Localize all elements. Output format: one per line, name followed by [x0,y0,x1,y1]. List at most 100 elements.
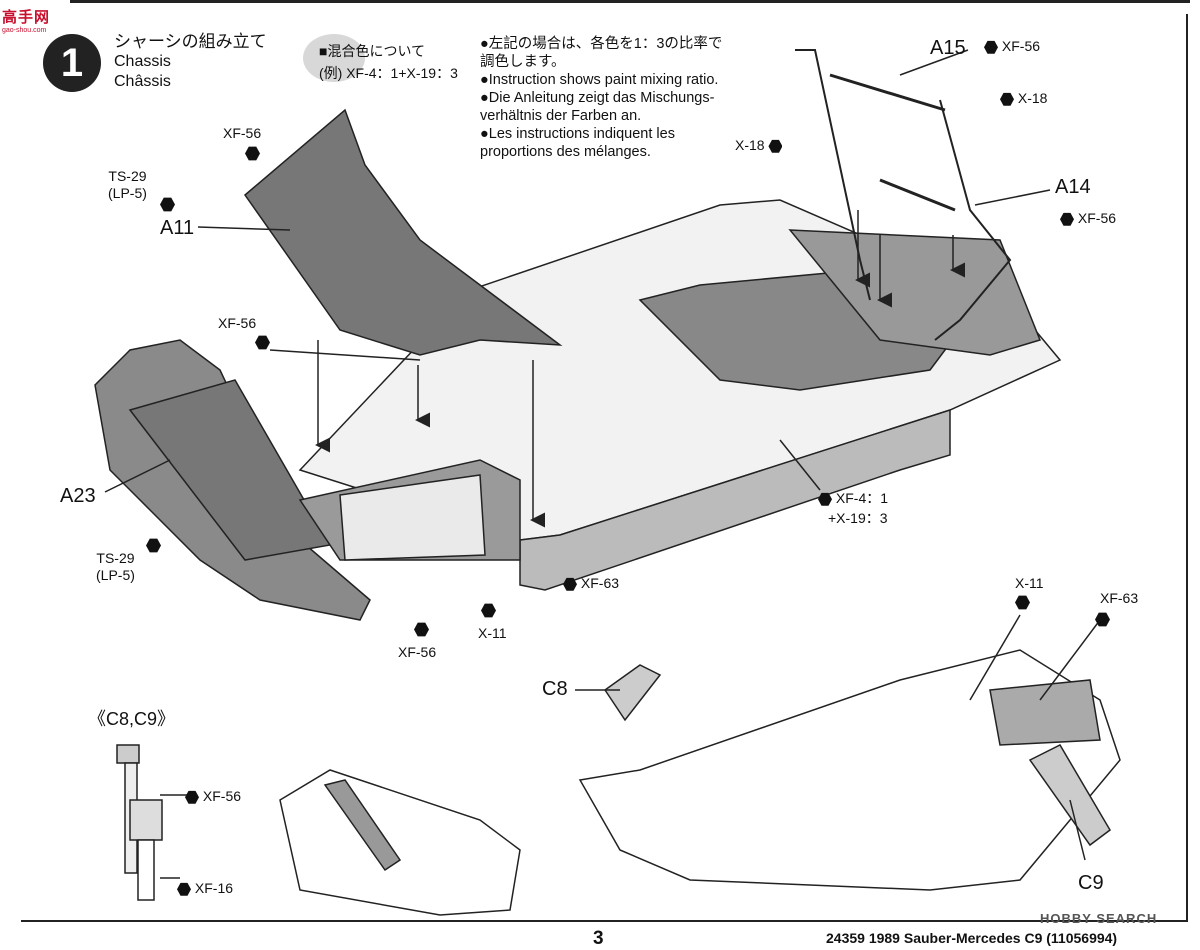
paint-hex-icon [818,492,832,506]
damper-diagram-rod [137,839,155,901]
paint-hex-icon [984,40,998,54]
c9-mount-panel [989,679,1101,746]
damper-detail [323,779,402,872]
paint-ts29-callout-2: TS-29 (LP-5) [96,550,135,584]
part-a14-bar [879,178,956,212]
paint-hex-icon [1000,92,1014,106]
paint-hex-icon [481,603,496,618]
watermark-main: 高手网 [2,9,51,26]
chassis-side-wall [519,408,951,591]
paint-x18-text: X-18 [735,137,765,153]
part-c8-damper [603,664,662,722]
paint-xf56-callout-2: XF-56 [218,315,257,331]
note-line: ●左記の場合は、各色を1：3の比率で [480,36,723,52]
leader-line [1039,619,1101,701]
paint-x11-callout-2: X-11 [1015,575,1044,591]
suspension-detail-view [279,769,521,916]
paint-xf56-callout-5: XF-56 [398,644,437,660]
step-number-badge: 1 [43,34,101,92]
paint-hex-icon [563,577,577,591]
paint-hex-icon [768,139,783,153]
title-english: Chassis [114,53,171,70]
part-a11-engine-cover [243,108,563,356]
chassis-detail-view [578,649,1121,891]
watermark-sub: gao-shou.com [2,27,47,34]
paint-hex-icon [255,335,270,350]
paint-ts29: TS-29 [96,550,135,566]
paint-hex-icon [1060,212,1074,226]
paint-hex-icon [146,538,161,553]
step-title: シャーシの組み立て Chassis Châssis [114,32,267,92]
label-a15: A15 [930,37,966,59]
paint-mix-callout: XF-4：1 +X-19：3 [818,488,888,528]
paint-hex-icon [245,146,260,161]
label-c8-c9-detail: 《C8,C9》 [88,709,176,729]
label-a11: A11 [160,217,195,239]
paint-xf63-text: XF-63 [580,575,620,591]
leader-line [899,49,969,76]
paint-xf4-text: XF-4：1 [835,490,889,506]
paint-hex-icon [160,197,175,212]
paint-xf56-callout-3: XF-56 [984,38,1040,54]
part-a14-strut [934,99,1012,341]
paint-x18-text: X-18 [1017,90,1048,106]
label-a14: A14 [1055,176,1091,198]
paint-xf56-text: XF-56 [1001,38,1041,54]
note-line: proportions des mélanges. [480,144,651,160]
paint-xf56-text: XF-56 [1077,210,1117,226]
hobby-search-logo: HOBBY SEARCH [1040,911,1158,926]
rear-gearbox-face [339,474,486,561]
paint-lp5: (LP-5) [96,567,135,583]
paint-xf56-text: XF-56 [202,788,242,804]
top-rule [70,0,1190,3]
leader-line [1069,799,1086,861]
watermark-logo: 高手网 gao-shou.com [2,6,72,34]
note-line: ●Instruction shows paint mixing ratio. [480,72,719,88]
damper-diagram-cap [116,744,140,764]
note-line: 調色します。 [480,54,566,70]
paint-x18-callout-2: X-18 [735,137,783,153]
paint-x18-callout: X-18 [1000,90,1047,106]
mix-note-heading: ■混合色について [319,43,426,59]
leader-line [269,349,421,361]
paint-xf63-callout: XF-63 [563,575,619,591]
part-a15-bar [829,73,946,112]
leader-line [779,439,821,491]
paint-hex-icon [185,790,199,804]
paint-xf56-callout-4: XF-56 [1060,210,1116,226]
page-number: 3 [593,928,604,949]
page-frame [21,14,1188,922]
paint-xf16-callout: XF-16 [177,880,233,896]
note-line: ●Les instructions indiquent les [480,126,675,142]
leader-line [974,189,1051,206]
note-line: verhältnis der Farben an. [480,108,642,124]
paint-hex-icon [1095,612,1110,627]
leader-line [197,226,291,231]
label-c8: C8 [542,678,568,700]
title-french: Châssis [114,73,171,90]
paint-hex-icon [414,622,429,637]
paint-xf63-callout-2: XF-63 [1100,590,1139,606]
part-c9-damper [1028,744,1111,847]
mix-note-example: (例) XF-4：1+X-19：3 [319,65,458,81]
paint-hex-icon [1015,595,1030,610]
paint-ts29-callout: TS-29 (LP-5) [108,168,147,202]
damper-diagram-spring [129,799,163,841]
instruction-notes: ●左記の場合は、各色を1：3の比率で 調色します。 ●Instruction s… [480,35,770,161]
title-japanese: シャーシの組み立て [114,32,267,51]
paint-x11-callout: X-11 [478,625,507,641]
mix-color-note: ■混合色について (例) XF-4：1+X-19：3 [303,34,471,84]
paint-x19-text: +X-19：3 [828,510,888,526]
mix-note-text: ■混合色について (例) XF-4：1+X-19：3 [319,40,458,84]
paint-ts29: TS-29 [108,168,147,184]
paint-hex-icon [177,882,191,896]
label-c9: C9 [1078,872,1104,894]
mix-note-background [303,34,365,82]
note-line: ●Die Anleitung zeigt das Mischungs- [480,90,715,106]
paint-xf16-text: XF-16 [194,880,234,896]
cockpit-panel [788,229,1042,356]
paint-lp5: (LP-5) [108,185,147,201]
paint-xf56-callout-6: XF-56 [185,788,241,804]
leader-line [104,459,171,493]
